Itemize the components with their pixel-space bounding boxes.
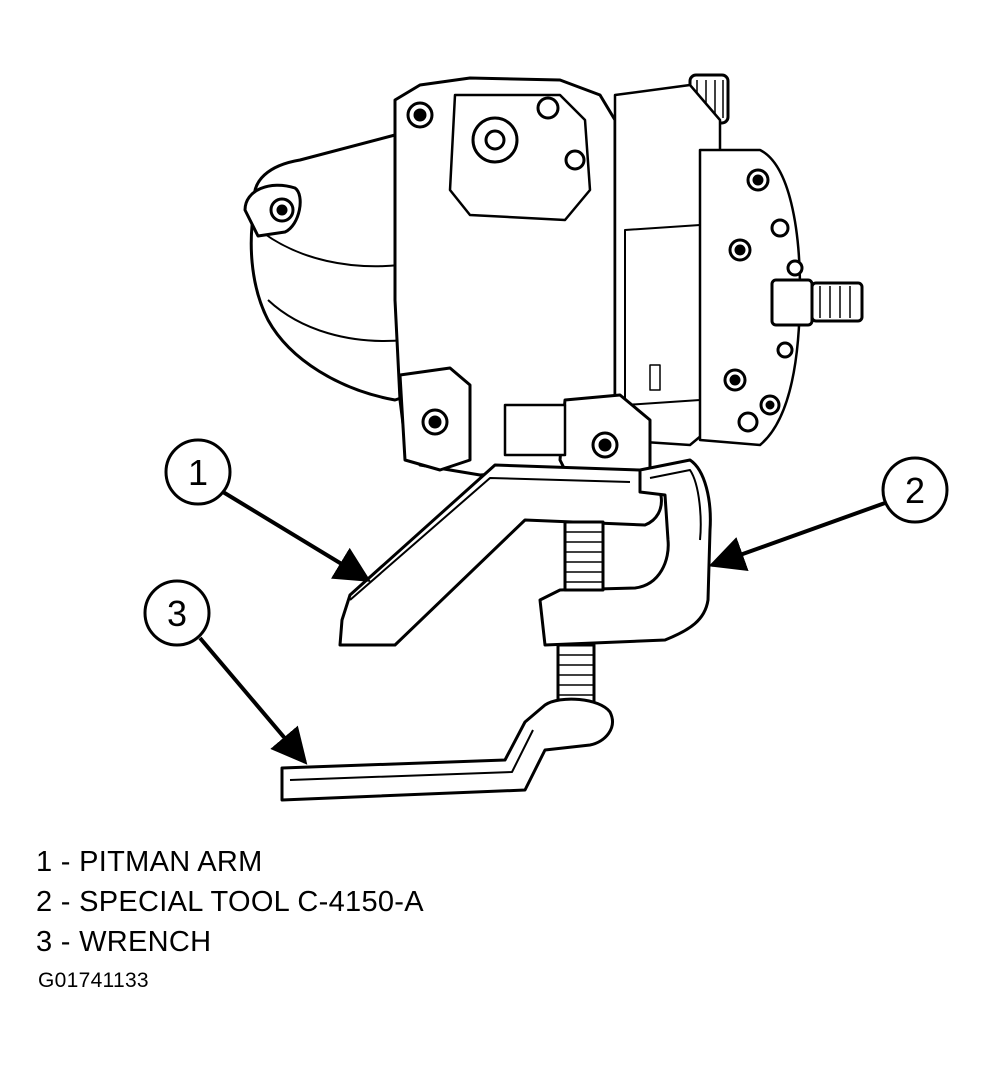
callout-1-number: 1 — [188, 452, 208, 493]
wrench — [280, 697, 614, 802]
callout-2: 2 — [881, 456, 949, 524]
callout-1-leader-arrow — [221, 490, 372, 582]
legend-separator: - — [60, 926, 71, 958]
callout-1: 1 — [164, 438, 232, 506]
callout-3-leader-arrow — [198, 636, 308, 765]
figure-id: G01741133 — [38, 969, 149, 992]
steering-gear-illustration: 1 2 3 — [143, 73, 949, 802]
callout-3-number: 3 — [167, 593, 187, 634]
legend-separator: - — [60, 886, 71, 918]
legend-number: 1 — [36, 846, 53, 878]
special-tool-c-4150-a — [538, 458, 712, 707]
legend-item-3: 3 - WRENCH — [36, 922, 424, 962]
steering-gear-housing — [243, 73, 864, 497]
legend-item-2: 2 - SPECIAL TOOL C-4150-A — [36, 882, 424, 922]
legend-label: WRENCH — [79, 926, 212, 958]
legend-separator: - — [60, 846, 71, 878]
legend-label: PITMAN ARM — [79, 846, 263, 878]
legend-number: 2 — [36, 886, 53, 918]
legend-label: SPECIAL TOOL C-4150-A — [79, 886, 424, 918]
legend-item-1: 1 - PITMAN ARM — [36, 842, 424, 882]
callout-2-number: 2 — [905, 470, 925, 511]
legend-number: 3 — [36, 926, 53, 958]
parts-legend: 1 - PITMAN ARM 2 - SPECIAL TOOL C-4150-A… — [36, 842, 424, 962]
callout-3: 3 — [143, 579, 211, 647]
callout-2-leader-arrow — [708, 501, 886, 572]
